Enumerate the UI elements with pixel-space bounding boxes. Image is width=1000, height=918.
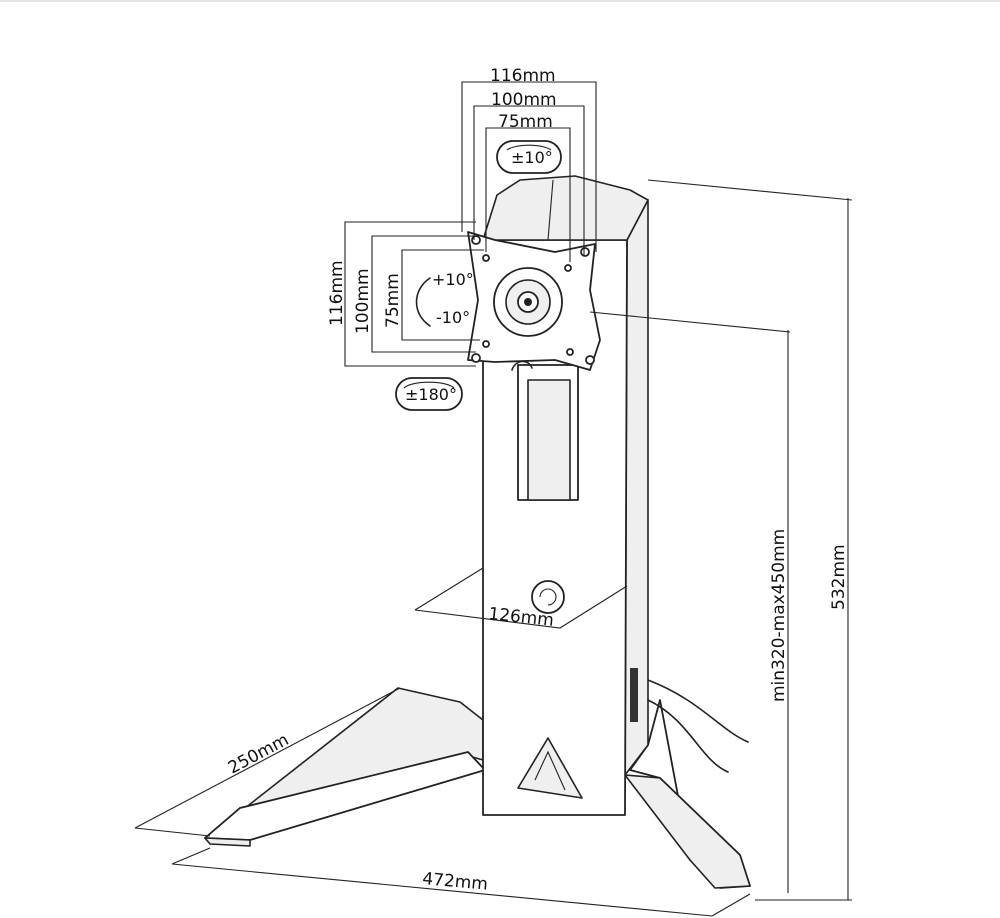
rotation-badge [395, 377, 463, 411]
tilt-arc-icon [415, 277, 431, 327]
tilt-top-arrow [506, 144, 552, 151]
label-base-width: 472mm [422, 869, 489, 895]
label-left-116: 116mm [327, 260, 347, 326]
hole-tl2 [482, 254, 490, 262]
left-dimensions [344, 221, 484, 411]
label-tilt-top: ±10° [511, 148, 553, 167]
top-dimensions [461, 81, 597, 262]
vesa-plate [467, 231, 601, 371]
label-base-depth: 250mm [225, 730, 292, 778]
hole-tl [471, 235, 481, 245]
base-dimensions [134, 567, 751, 917]
width-472-line [171, 863, 713, 917]
label-top-116: 116mm [490, 66, 556, 86]
depth-250-ext [134, 827, 211, 837]
rotation-arrow [403, 381, 455, 389]
adjust-knob-icon [531, 580, 565, 614]
depth-250-line [134, 687, 401, 829]
bracket-100-top [473, 105, 585, 256]
depth-126-lines [414, 567, 628, 629]
range-top-ext [589, 311, 791, 333]
width-472-ext-left [171, 847, 211, 865]
height-slider [511, 360, 579, 501]
knob-arrow [539, 588, 557, 606]
hole-tr2 [564, 264, 572, 272]
label-left-75: 75mm [383, 273, 403, 328]
cap-edge [547, 179, 554, 241]
label-top-100: 100mm [491, 90, 557, 110]
bracket-116-left [344, 221, 476, 367]
label-top-75: 75mm [498, 112, 553, 132]
tilt-top-badge [496, 140, 562, 174]
label-height-range: min320-max450mm [769, 529, 789, 702]
triangle-logo-icon [517, 737, 583, 799]
side-ports [630, 668, 638, 722]
base [204, 687, 751, 889]
hole-bl2 [482, 340, 490, 348]
hole-br2 [566, 348, 574, 356]
bracket-75-top [485, 127, 571, 262]
pivot-bolt [524, 298, 532, 306]
label-rotation: ±180° [405, 385, 457, 404]
label-tilt-plus: +10° [432, 270, 474, 289]
bracket-116-top [461, 81, 597, 252]
label-total-height: 532mm [829, 544, 849, 610]
right-leg [624, 774, 751, 889]
cable-1 [647, 679, 749, 743]
label-tilt-minus: -10° [436, 308, 470, 327]
width-472-ext-right [711, 893, 751, 917]
left-leg-edge [204, 837, 251, 847]
hole-tr [580, 247, 590, 257]
height-dimensions [589, 179, 853, 901]
triangle-inner [534, 750, 566, 791]
bracket-100-left [371, 235, 478, 353]
label-left-100: 100mm [353, 268, 373, 334]
slider-inner [527, 379, 571, 501]
hole-bl [471, 353, 481, 363]
hole-br [585, 355, 595, 365]
bracket-75-left [401, 249, 484, 341]
cable-2 [647, 699, 729, 773]
total-height-top-ext [647, 179, 853, 201]
column-cap [482, 175, 649, 241]
